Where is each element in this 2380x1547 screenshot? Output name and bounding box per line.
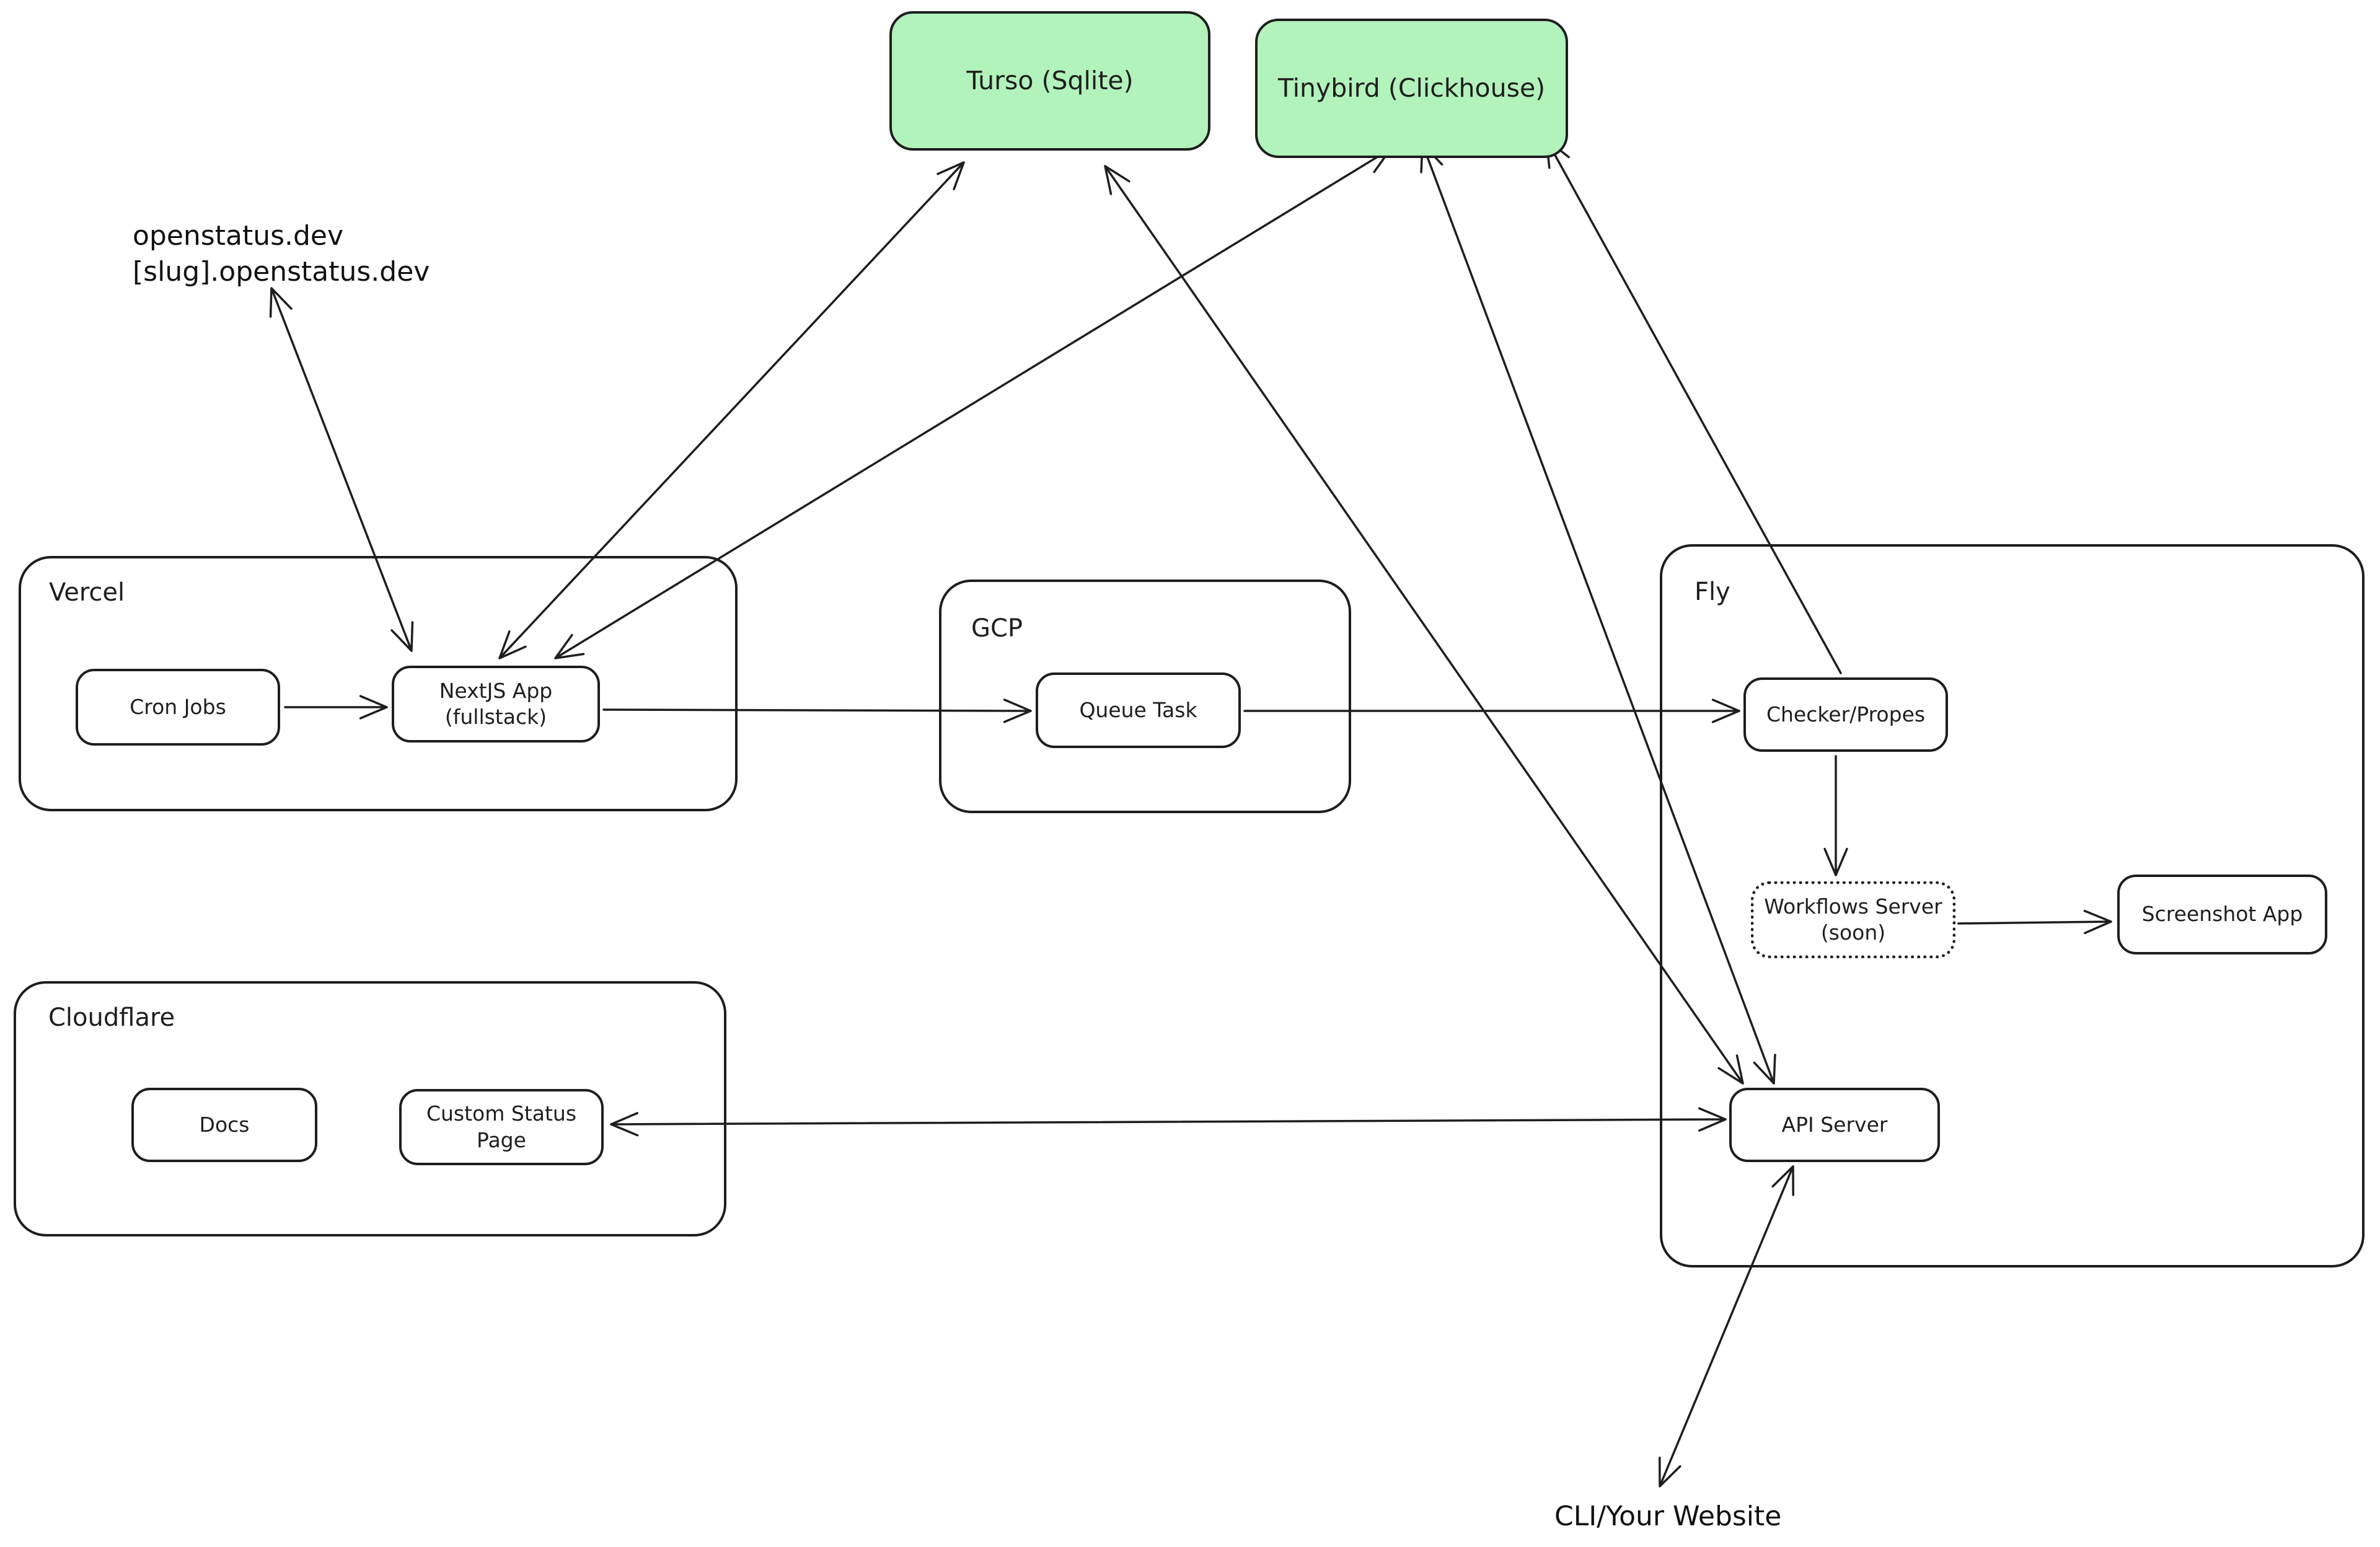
node-screenshot-app-label: Screenshot App: [2141, 902, 2303, 927]
annotation-domains[interactable]: openstatus.dev [slug].openstatus.dev: [133, 218, 430, 290]
node-tinybird[interactable]: Tinybird (Clickhouse): [1255, 19, 1568, 158]
node-tinybird-label: Tinybird (Clickhouse): [1277, 73, 1546, 104]
annotation-domains-line2: [slug].openstatus.dev: [133, 256, 430, 288]
node-turso-label: Turso (Sqlite): [966, 66, 1134, 96]
node-workflows-server-label-line2: (soon): [1820, 920, 1886, 945]
node-workflows-server[interactable]: Workflows Server (soon): [1751, 881, 1955, 958]
annotation-cli[interactable]: CLI/Your Website: [1554, 1499, 1781, 1535]
node-docs[interactable]: Docs: [131, 1088, 317, 1162]
node-checker[interactable]: Checker/Propes: [1743, 677, 1948, 752]
node-nextjs-app[interactable]: NextJS App (fullstack): [392, 666, 600, 743]
node-queue-task[interactable]: Queue Task: [1036, 672, 1241, 748]
node-cron-jobs-label: Cron Jobs: [130, 694, 226, 719]
node-workflows-server-label-line1: Workflows Server: [1764, 894, 1942, 919]
node-nextjs-app-label-line2: (fullstack): [444, 705, 547, 729]
node-api-server-label: API Server: [1781, 1112, 1888, 1137]
node-docs-label: Docs: [199, 1112, 250, 1137]
node-nextjs-app-label-line1: NextJS App: [439, 678, 553, 703]
node-custom-status-page[interactable]: Custom Status Page: [399, 1089, 604, 1165]
edge-api-custom-status: [610, 1107, 1727, 1137]
node-screenshot-app[interactable]: Screenshot App: [2117, 875, 2327, 954]
annotation-domains-line1: openstatus.dev: [133, 220, 344, 252]
group-fly-label: Fly: [1695, 578, 1730, 606]
node-queue-task-label: Queue Task: [1079, 697, 1197, 722]
node-checker-label: Checker/Propes: [1766, 702, 1926, 726]
node-api-server[interactable]: API Server: [1729, 1088, 1940, 1162]
group-vercel-label: Vercel: [49, 578, 125, 607]
group-cloudflare[interactable]: Cloudflare: [14, 981, 726, 1236]
node-turso[interactable]: Turso (Sqlite): [889, 11, 1210, 151]
annotation-cli-label: CLI/Your Website: [1554, 1501, 1782, 1532]
node-cron-jobs[interactable]: Cron Jobs: [76, 669, 280, 746]
group-cloudflare-label: Cloudflare: [48, 1003, 175, 1032]
group-gcp-label: GCP: [971, 614, 1023, 643]
node-custom-status-page-label: Custom Status Page: [426, 1101, 577, 1152]
